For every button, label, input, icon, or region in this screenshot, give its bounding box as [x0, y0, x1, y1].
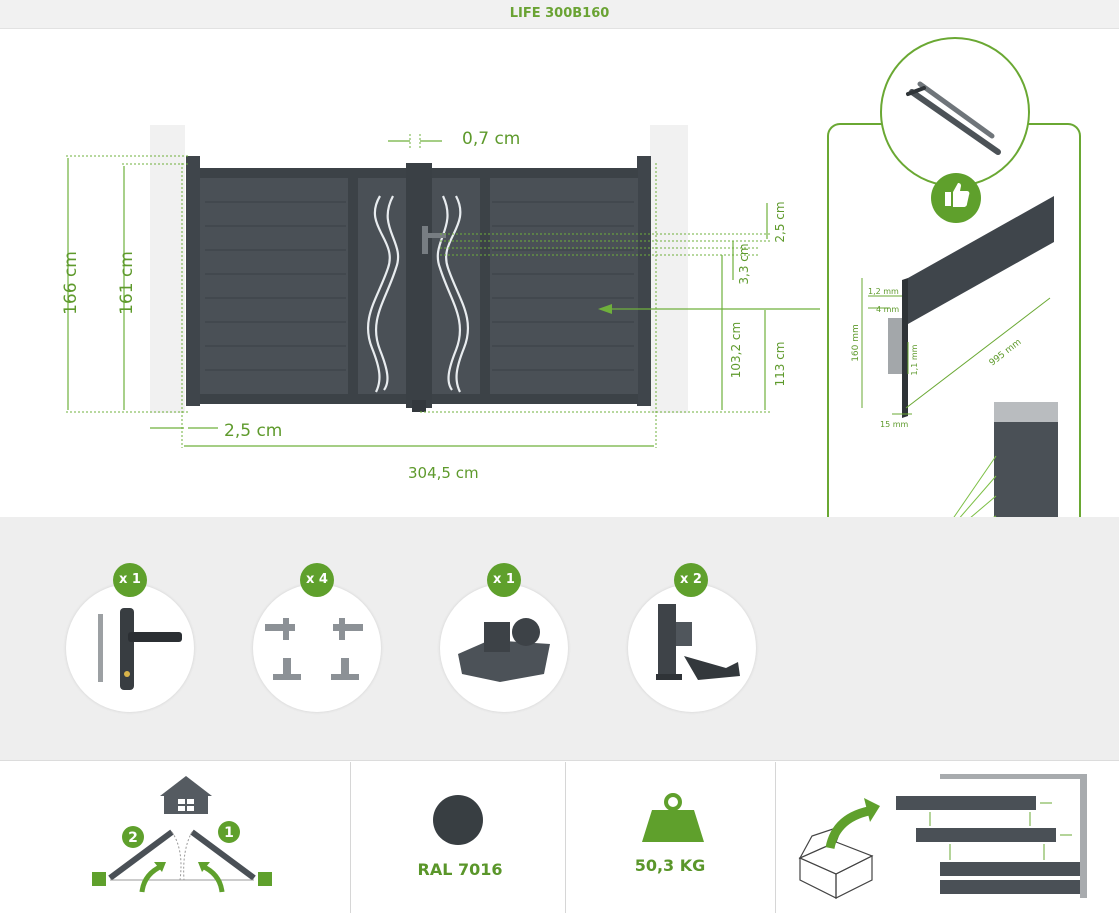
weight-icon	[642, 793, 704, 842]
mid-gap-label: 3,3 cm	[737, 243, 751, 284]
step-1: 1	[224, 825, 234, 841]
accessory-ground-stop-qty: x 1	[487, 563, 521, 597]
left-pillar	[150, 125, 185, 413]
profile-width: 15 mm	[880, 420, 909, 429]
title-bar	[0, 0, 1119, 29]
right-post	[637, 156, 651, 406]
svg-text:161 cm: 161 cm	[117, 251, 137, 315]
accessory-lock	[66, 584, 194, 712]
svg-text:3,3 cm: 3,3 cm	[737, 243, 751, 284]
offset-label: 2,5 cm	[224, 421, 282, 441]
gap-label: 0,7 cm	[462, 129, 520, 149]
leaf-holder-icon	[656, 604, 740, 680]
hinge-icon	[265, 618, 363, 680]
accessory-ground-stop	[440, 584, 568, 712]
box-icon	[798, 825, 874, 899]
accessory-hinges-qty: x 4	[300, 563, 334, 597]
color-label: RAL 7016	[417, 860, 503, 879]
center-stile	[406, 163, 432, 408]
gate-drawing: 166 cm 161 cm 0,7 cm 2,5 cm 304,5 cm 2,5…	[61, 125, 820, 482]
accessory-lock-qty: x 1	[113, 563, 147, 597]
profile-depth: 4 mm	[876, 305, 899, 314]
right-leaf	[430, 168, 638, 404]
svg-text:304,5 cm: 304,5 cm	[408, 464, 479, 482]
packaging-diagram	[798, 774, 1087, 899]
height-gate-label: 161 cm	[117, 251, 137, 315]
profile-height: 160 mm	[851, 324, 861, 362]
color-swatch	[433, 795, 483, 845]
left-post	[186, 156, 200, 406]
svg-text:113 cm: 113 cm	[773, 341, 787, 386]
decor-cutouts	[366, 195, 470, 393]
handle-height-label: 113 cm	[773, 341, 787, 386]
top-gap-label: 2,5 cm	[773, 201, 787, 242]
house-icon	[160, 776, 212, 814]
accessory-hinges	[253, 584, 381, 712]
step-2: 2	[128, 830, 138, 846]
page-title: LIFE 300B160	[509, 6, 610, 21]
svg-text:166 cm: 166 cm	[61, 251, 81, 315]
height-total-label: 166 cm	[61, 251, 81, 315]
left-leaf	[200, 168, 408, 404]
svg-text:2,5 cm: 2,5 cm	[773, 201, 787, 242]
profile-thickness: 1,2 mm	[868, 287, 899, 296]
accessory-leaf-holder	[628, 584, 756, 712]
weight-label: 50,3 KG	[634, 856, 706, 875]
opening-diagram: 2 1	[92, 776, 272, 893]
svg-text:103,2 cm: 103,2 cm	[729, 322, 743, 378]
handle-icon	[422, 226, 428, 254]
width-label: 304,5 cm	[408, 464, 479, 482]
svg-text:0,7 cm: 0,7 cm	[462, 129, 520, 149]
actuator-icon	[906, 81, 1001, 155]
lock-height-label: 103,2 cm	[729, 322, 743, 378]
svg-text:2,5 cm: 2,5 cm	[224, 421, 282, 441]
ground-stop-icon	[458, 618, 550, 682]
profile-slat	[908, 196, 1054, 324]
separator	[775, 762, 776, 913]
profile-wall: 1,1 mm	[910, 344, 919, 375]
accessory-leaf-holder-qty: x 2	[674, 563, 708, 597]
separator	[565, 762, 566, 913]
separator	[350, 762, 351, 913]
arrow-to-profile	[598, 304, 612, 314]
lock-handle-icon	[98, 608, 182, 690]
